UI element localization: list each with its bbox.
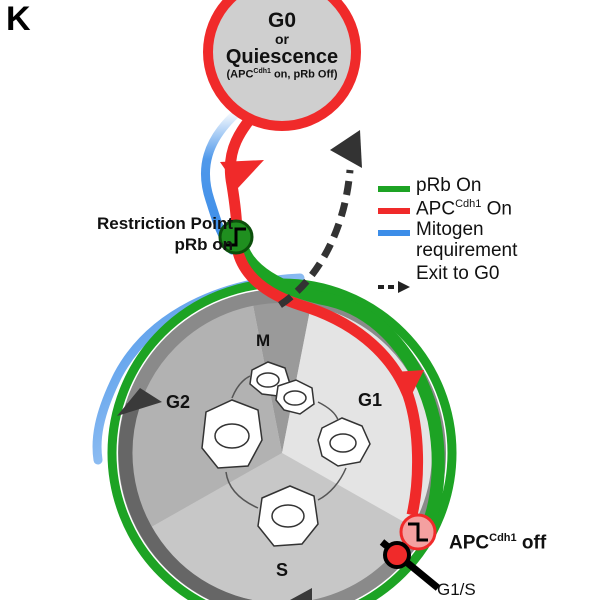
phase-label-m: M bbox=[256, 331, 271, 350]
exit-to-g0-dashed-arrow bbox=[278, 169, 354, 308]
restriction-point-label: Restriction Point pRb on bbox=[28, 213, 233, 256]
phase-label-s: S bbox=[276, 560, 289, 580]
legend-exit-arrowhead-icon bbox=[398, 281, 410, 293]
restriction-point-line1: Restriction Point bbox=[96, 214, 233, 233]
g2-cell-icon bbox=[201, 399, 263, 469]
exit-arrowhead-icon bbox=[330, 130, 362, 168]
g2-progress-arrow-icon bbox=[117, 388, 162, 416]
apc-arrowhead-g1-icon bbox=[394, 370, 424, 398]
legend-apc-prefix: APC bbox=[416, 198, 456, 220]
apc-off-suffix: off bbox=[516, 532, 547, 554]
g1-s-checkpoint-marker bbox=[379, 539, 441, 591]
g0-subtitle: (APCCdh1 on, pRb Off) bbox=[207, 68, 357, 81]
legend-label-apc-on: APCCdh1 On bbox=[416, 198, 512, 220]
g0-or: or bbox=[275, 31, 289, 48]
restriction-point-line2: pRb on bbox=[174, 235, 233, 255]
g0-quiescence: Quiescence bbox=[225, 45, 339, 68]
apc-off-sup: Cdh1 bbox=[489, 532, 517, 544]
legend-item-exit: Exit to G0 bbox=[378, 263, 598, 286]
g0-quiescence-circle bbox=[203, 0, 361, 131]
panel-label: K bbox=[6, 0, 31, 38]
g0-sub-prefix: (APC bbox=[226, 68, 254, 81]
apc-off-switch-icon bbox=[399, 513, 437, 551]
legend-mitogen-line1: Mitogen bbox=[416, 219, 484, 240]
restriction-point-switch-icon bbox=[218, 219, 254, 255]
apc-off-label: APCCdh1 off bbox=[449, 532, 546, 554]
g0-label: G0 or Quiescence (APCCdh1 on, pRb Off) bbox=[207, 9, 357, 81]
apc-arrowhead-top-icon bbox=[220, 160, 264, 188]
cell-cycle-inner-arrows bbox=[225, 375, 347, 509]
g0-sub-suffix: on, pRb Off) bbox=[270, 68, 338, 81]
s-progress-arrow-icon bbox=[290, 588, 312, 600]
g1-cell-icon bbox=[317, 417, 371, 467]
legend-mitogen-line2: requirement bbox=[416, 239, 518, 261]
apc-cdh1-on-path bbox=[224, 101, 424, 517]
s-cell-icon bbox=[257, 485, 319, 547]
legend-item-prb-on: pRb On bbox=[378, 175, 598, 198]
prb-on-path bbox=[233, 238, 445, 528]
g0-title: G0 bbox=[267, 9, 296, 32]
legend-label-prb-on: pRb On bbox=[416, 175, 482, 196]
legend-apc-suffix: On bbox=[481, 198, 512, 220]
legend-item-apc-on: APCCdh1 On bbox=[378, 198, 598, 220]
apc-off-prefix: APC bbox=[449, 532, 490, 554]
phase-label-g1: G1 bbox=[358, 390, 383, 410]
dividing-cells-icon bbox=[249, 361, 315, 415]
cycle-progress-ring-dark bbox=[118, 402, 253, 600]
legend-apc-sup: Cdh1 bbox=[455, 198, 482, 210]
g0-sub-sup: Cdh1 bbox=[253, 67, 271, 75]
phase-label-g2: G2 bbox=[166, 392, 191, 412]
legend-label-exit: Exit to G0 bbox=[416, 263, 500, 284]
g1-s-label: G1/S bbox=[437, 580, 476, 599]
